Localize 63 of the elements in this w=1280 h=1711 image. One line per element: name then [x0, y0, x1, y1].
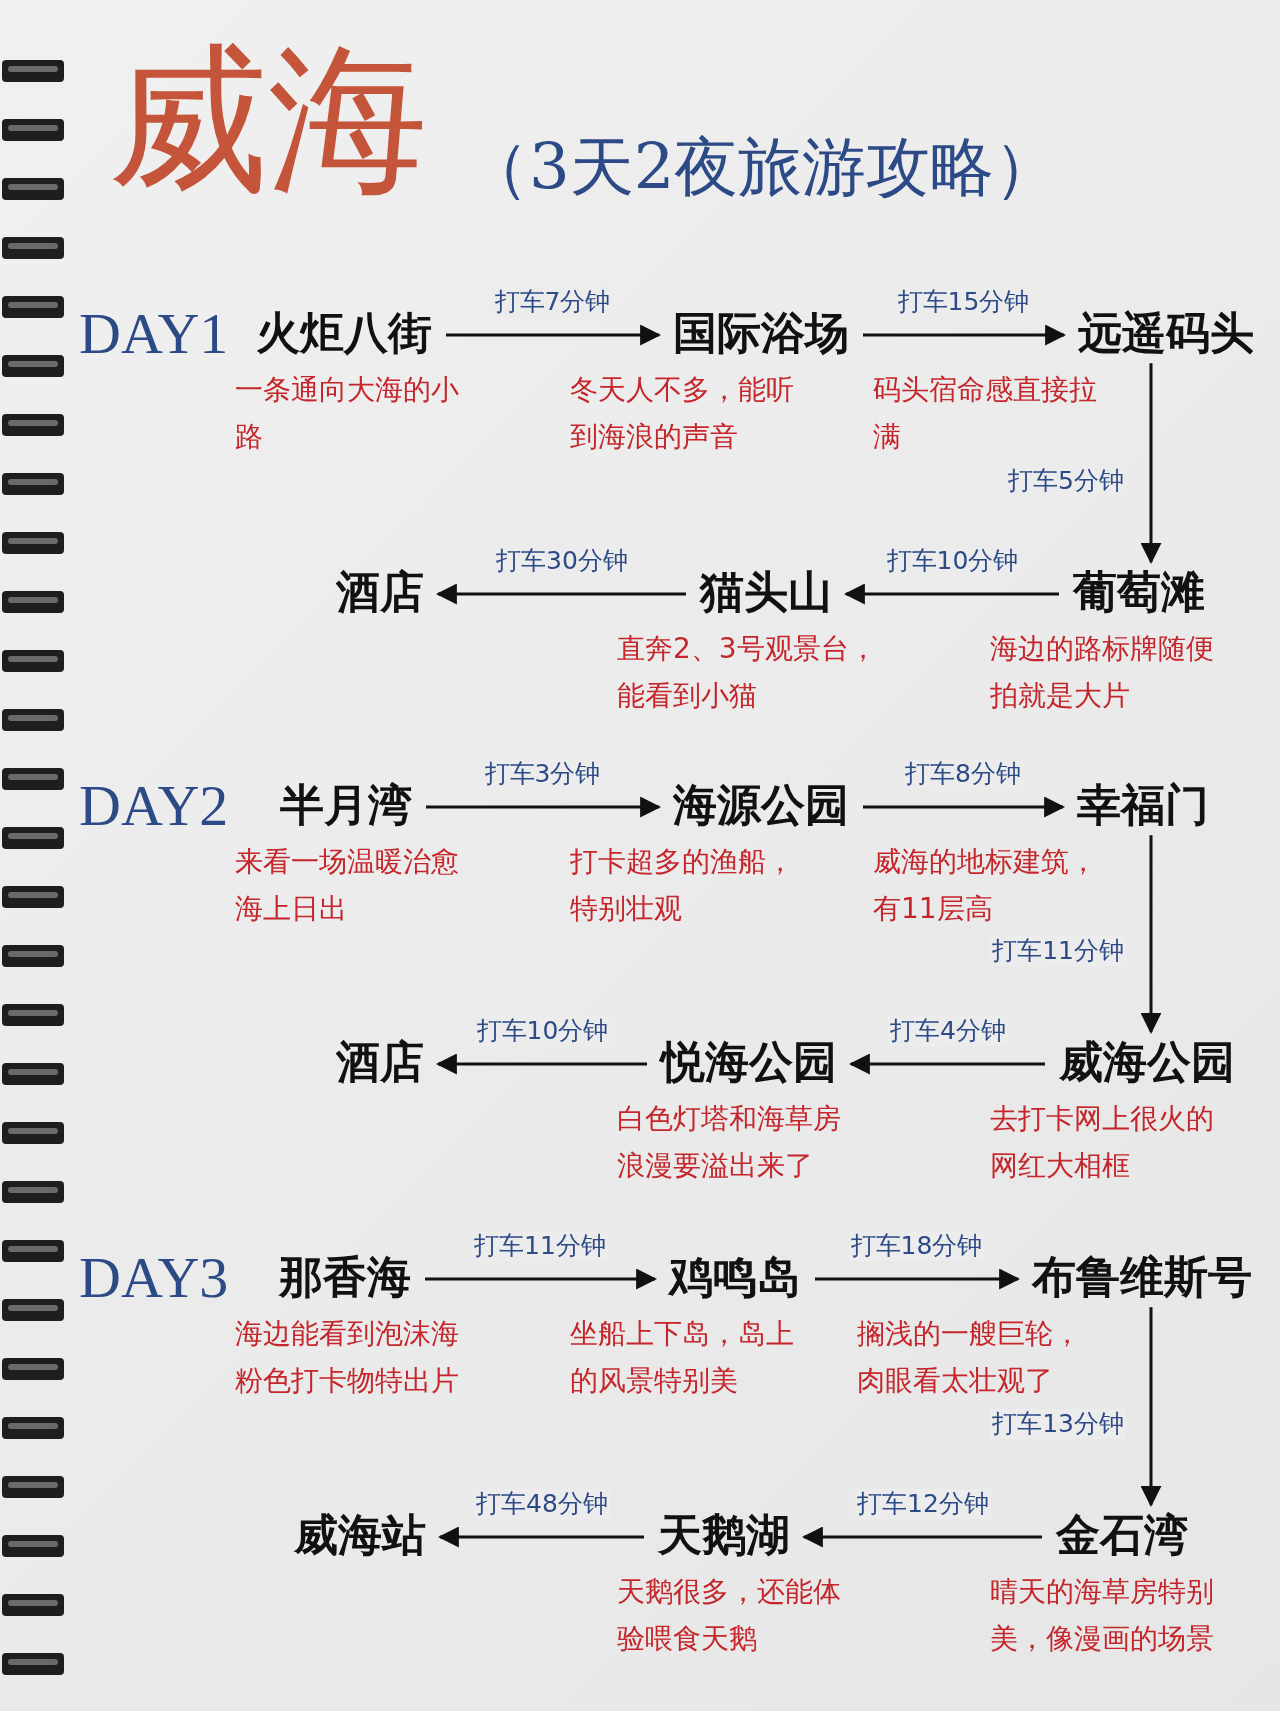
place-name: 猫头山: [700, 567, 832, 617]
place-name: 海源公园: [673, 780, 849, 830]
arrow: [1140, 1307, 1162, 1507]
arrow: [435, 1053, 647, 1075]
place-note: 码头宿命感直接拉满: [873, 372, 1098, 455]
place-name: 悦海公园: [661, 1037, 837, 1087]
edge-label: 打车13分钟: [990, 1408, 1126, 1439]
place-name: 威海站: [294, 1510, 426, 1560]
place-note: 去打卡网上很火的网红大相框: [990, 1101, 1215, 1184]
edge-label: 打车18分钟: [848, 1231, 985, 1261]
day-label: DAY1: [79, 305, 229, 363]
place-note: 白色灯塔和海草房浪漫要溢出来了: [617, 1101, 842, 1184]
edge-label: 打车8分钟: [903, 759, 1023, 789]
place-name: 远遥码头: [1078, 308, 1254, 358]
arrow: [435, 583, 686, 605]
place-note: 搁浅的一艘巨轮，肉眼看太壮观了: [857, 1316, 1082, 1399]
arrow: [863, 796, 1066, 818]
arrow: [426, 796, 662, 818]
place-note: 海边能看到泡沫海粉色打卡物特出片: [235, 1316, 460, 1399]
title: 威海: [108, 40, 428, 200]
arrow: [1140, 363, 1162, 564]
place-name: 那香海: [279, 1252, 411, 1302]
arrow: [801, 1526, 1042, 1548]
arrow: [848, 1053, 1045, 1075]
place-note: 一条通向大海的小路: [235, 372, 460, 455]
place-note: 打卡超多的渔船，特别壮观: [570, 844, 795, 927]
place-note: 威海的地标建筑，有11层高: [873, 844, 1098, 927]
edge-label: 打车11分钟: [472, 1231, 608, 1261]
place-note: 冬天人不多，能听到海浪的声音: [570, 372, 795, 455]
arrow: [446, 324, 662, 346]
place-name: 鸡鸣岛: [669, 1252, 801, 1302]
arrow: [843, 583, 1059, 605]
arrow: [1140, 835, 1162, 1034]
place-name: 酒店: [336, 1037, 424, 1087]
place-name: 幸福门: [1077, 780, 1209, 830]
edge-label: 打车11分钟: [990, 935, 1126, 966]
edge-label: 打车48分钟: [474, 1489, 610, 1519]
arrow: [425, 1268, 658, 1290]
place-note: 天鹅很多，还能体验喂食天鹅: [617, 1574, 842, 1657]
place-name: 半月湾: [280, 780, 412, 830]
place-note: 来看一场温暖治愈海上日出: [235, 844, 460, 927]
place-name: 葡萄滩: [1073, 567, 1205, 617]
edge-label: 打车4分钟: [888, 1016, 1008, 1046]
edge-label: 打车12分钟: [855, 1489, 991, 1519]
place-name: 布鲁维斯号: [1032, 1252, 1252, 1302]
place-name: 国际浴场: [673, 308, 849, 358]
arrow: [437, 1526, 644, 1548]
day-label: DAY3: [79, 1249, 229, 1307]
place-name: 天鹅湖: [658, 1510, 790, 1560]
place-name: 酒店: [336, 567, 424, 617]
place-name: 火炬八街: [256, 308, 432, 358]
edge-label: 打车5分钟: [1006, 465, 1126, 496]
place-name: 金石湾: [1056, 1510, 1188, 1560]
edge-label: 打车30分钟: [494, 546, 630, 576]
day-label: DAY2: [79, 777, 229, 835]
arrow: [815, 1268, 1021, 1290]
place-note: 直奔2、3号观景台，能看到小猫: [617, 631, 878, 714]
place-note: 晴天的海草房特别美，像漫画的场景: [990, 1574, 1215, 1657]
place-note: 坐船上下岛，岛上的风景特别美: [570, 1316, 795, 1399]
place-note: 海边的路标牌随便拍就是大片: [990, 631, 1215, 714]
arrow: [863, 324, 1067, 346]
subtitle: （3天2夜旅游攻略）: [465, 135, 1059, 199]
place-name: 威海公园: [1059, 1037, 1235, 1087]
